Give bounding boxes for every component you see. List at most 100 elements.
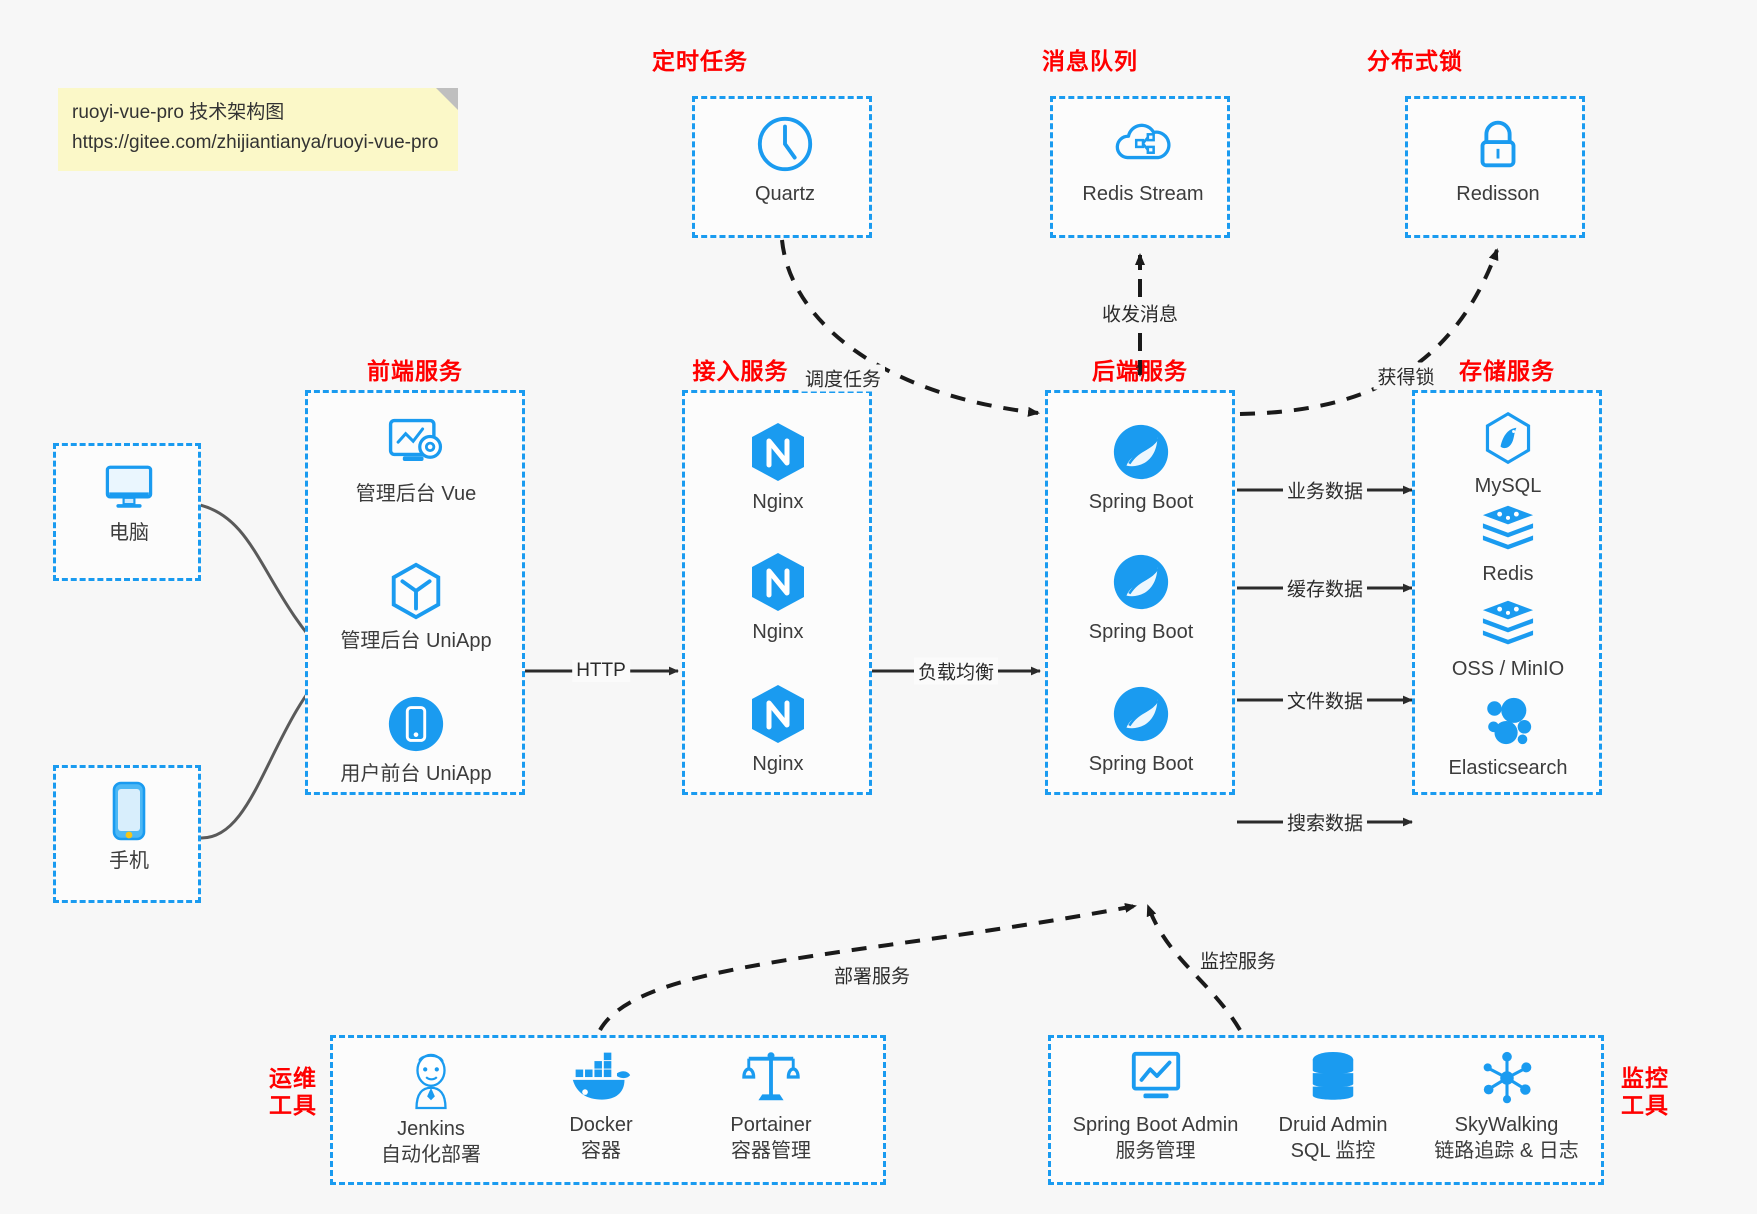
group-storage: MySQL Redis bbox=[1412, 390, 1602, 795]
monitor-chart-icon bbox=[1127, 1050, 1185, 1106]
node-label: Nginx bbox=[752, 621, 804, 643]
node-desktop[interactable]: 电脑 bbox=[55, 460, 203, 547]
mysql-icon bbox=[1480, 411, 1536, 467]
node-label: Redis bbox=[1482, 563, 1534, 585]
node-nginx-3[interactable]: Nginx bbox=[703, 683, 853, 778]
group-title-scheduled-task: 定时任务 bbox=[652, 48, 748, 74]
group-title-backend: 后端服务 bbox=[1092, 358, 1188, 384]
group-title-storage: 存储服务 bbox=[1459, 358, 1555, 384]
hexagon-cube-icon bbox=[385, 560, 447, 622]
node-docker[interactable]: Docker 容器 bbox=[521, 1050, 681, 1164]
edge-label-file-data: 文件数据 bbox=[1282, 686, 1368, 714]
node-spring-boot-1[interactable]: Spring Boot bbox=[1066, 421, 1216, 516]
oss-icon bbox=[1479, 598, 1537, 650]
nginx-icon bbox=[749, 551, 807, 613]
group-client-desktop: 电脑 bbox=[53, 443, 201, 581]
node-label: 用户前台 UniApp bbox=[340, 763, 492, 785]
node-label: Spring Boot bbox=[1088, 753, 1194, 775]
database-icon bbox=[1306, 1050, 1360, 1106]
group-title-frontend: 前端服务 bbox=[367, 358, 463, 384]
edge-label-deploy-service: 部署服务 bbox=[829, 961, 915, 989]
node-elasticsearch[interactable]: Elasticsearch bbox=[1433, 693, 1583, 782]
node-admin-uniapp[interactable]: 管理后台 UniApp bbox=[340, 560, 492, 655]
node-sublabel: SQL 监控 bbox=[1290, 1139, 1376, 1162]
group-client-mobile: 手机 bbox=[53, 765, 201, 903]
node-label: Spring Boot bbox=[1088, 491, 1194, 513]
node-label: Druid Admin bbox=[1278, 1114, 1388, 1136]
node-label: SkyWalking bbox=[1454, 1114, 1559, 1136]
nginx-icon bbox=[749, 421, 807, 483]
node-spring-boot-2[interactable]: Spring Boot bbox=[1066, 551, 1216, 646]
desktop-icon bbox=[100, 460, 158, 514]
node-sublabel: 容器管理 bbox=[731, 1139, 811, 1162]
node-nginx-1[interactable]: Nginx bbox=[703, 421, 853, 516]
edge-label-load-balance: 负载均衡 bbox=[913, 657, 999, 685]
group-title-monitor-tools: 监控 工具 bbox=[1621, 1065, 1669, 1119]
group-message-queue: Redis Stream bbox=[1050, 96, 1230, 238]
lock-icon bbox=[1467, 113, 1529, 175]
group-gateway: Nginx Nginx Nginx bbox=[682, 390, 872, 795]
mobile-circle-icon bbox=[385, 693, 447, 755]
note-line-1: ruoyi-vue-pro 技术架构图 bbox=[72, 102, 285, 123]
mobile-icon bbox=[105, 780, 153, 842]
node-sublabel: 容器 bbox=[581, 1139, 621, 1162]
node-label: Docker bbox=[569, 1114, 633, 1136]
node-spring-boot-admin[interactable]: Spring Boot Admin 服务管理 bbox=[1063, 1050, 1248, 1164]
node-mysql[interactable]: MySQL bbox=[1433, 411, 1583, 500]
edge-label-cache-data: 缓存数据 bbox=[1282, 574, 1368, 602]
scales-icon bbox=[741, 1048, 801, 1106]
edge-label-send-receive-message: 收发消息 bbox=[1097, 299, 1183, 327]
dashboard-gear-icon bbox=[384, 415, 448, 475]
node-portainer[interactable]: Portainer 容器管理 bbox=[691, 1048, 851, 1164]
group-monitor-tools: Spring Boot Admin 服务管理 Druid Admin SQL 监… bbox=[1048, 1035, 1604, 1185]
group-frontend: 管理后台 Vue 管理后台 UniApp 用户前台 UniApp bbox=[305, 390, 525, 795]
edge-label-business-data: 业务数据 bbox=[1282, 476, 1368, 504]
node-skywalking[interactable]: SkyWalking 链路追踪 & 日志 bbox=[1414, 1050, 1599, 1164]
node-label: Nginx bbox=[752, 491, 804, 513]
node-quartz[interactable]: Quartz bbox=[710, 113, 860, 208]
note-box: ruoyi-vue-pro 技术架构图 https://gitee.com/zh… bbox=[58, 88, 458, 171]
group-title-message-queue: 消息队列 bbox=[1042, 48, 1138, 74]
node-sublabel: 链路追踪 & 日志 bbox=[1434, 1139, 1579, 1162]
node-spring-boot-3[interactable]: Spring Boot bbox=[1066, 683, 1216, 778]
nginx-icon bbox=[749, 683, 807, 745]
spring-icon bbox=[1110, 551, 1172, 613]
node-redis[interactable]: Redis bbox=[1433, 503, 1583, 588]
group-title-gateway: 接入服务 bbox=[692, 358, 789, 384]
elasticsearch-icon bbox=[1479, 693, 1537, 749]
node-sublabel: 自动化部署 bbox=[381, 1143, 481, 1166]
node-admin-vue[interactable]: 管理后台 Vue bbox=[341, 415, 491, 508]
group-title-ops-tools: 运维 工具 bbox=[269, 1065, 317, 1119]
spring-icon bbox=[1110, 683, 1172, 745]
edge-label-search-data: 搜索数据 bbox=[1282, 808, 1368, 836]
edge-label-schedule-task: 调度任务 bbox=[800, 364, 886, 392]
docker-icon bbox=[570, 1050, 632, 1106]
node-label: 电脑 bbox=[109, 522, 149, 544]
node-druid-admin[interactable]: Druid Admin SQL 监控 bbox=[1248, 1050, 1418, 1164]
clock-icon bbox=[754, 113, 816, 175]
node-user-uniapp[interactable]: 用户前台 UniApp bbox=[340, 693, 492, 788]
jenkins-icon bbox=[403, 1050, 459, 1110]
edge-label-monitor-service: 监控服务 bbox=[1195, 946, 1281, 974]
node-redisson[interactable]: Redisson bbox=[1423, 113, 1573, 208]
group-scheduled-task: Quartz bbox=[692, 96, 872, 238]
node-label: MySQL bbox=[1474, 475, 1542, 497]
node-label: OSS / MinIO bbox=[1451, 658, 1565, 680]
node-label: Spring Boot bbox=[1088, 621, 1194, 643]
group-backend: Spring Boot Spring Boot Spring Boot bbox=[1045, 390, 1235, 795]
node-label: 手机 bbox=[109, 850, 149, 872]
node-nginx-2[interactable]: Nginx bbox=[703, 551, 853, 646]
node-label: Nginx bbox=[752, 753, 804, 775]
node-mobile[interactable]: 手机 bbox=[55, 780, 203, 875]
redis-icon bbox=[1479, 503, 1537, 555]
group-ops-tools: Jenkins 自动化部署 bbox=[330, 1035, 886, 1185]
group-title-distributed-lock: 分布式锁 bbox=[1367, 48, 1463, 74]
edge-label-http: HTTP bbox=[572, 660, 630, 682]
node-redis-stream[interactable]: Redis Stream bbox=[1068, 113, 1218, 208]
node-oss-minio[interactable]: OSS / MinIO bbox=[1433, 598, 1583, 683]
edge-label-acquire-lock: 获得锁 bbox=[1373, 362, 1439, 390]
note-fold-corner bbox=[436, 88, 458, 110]
node-jenkins[interactable]: Jenkins 自动化部署 bbox=[351, 1050, 511, 1168]
spring-icon bbox=[1110, 421, 1172, 483]
